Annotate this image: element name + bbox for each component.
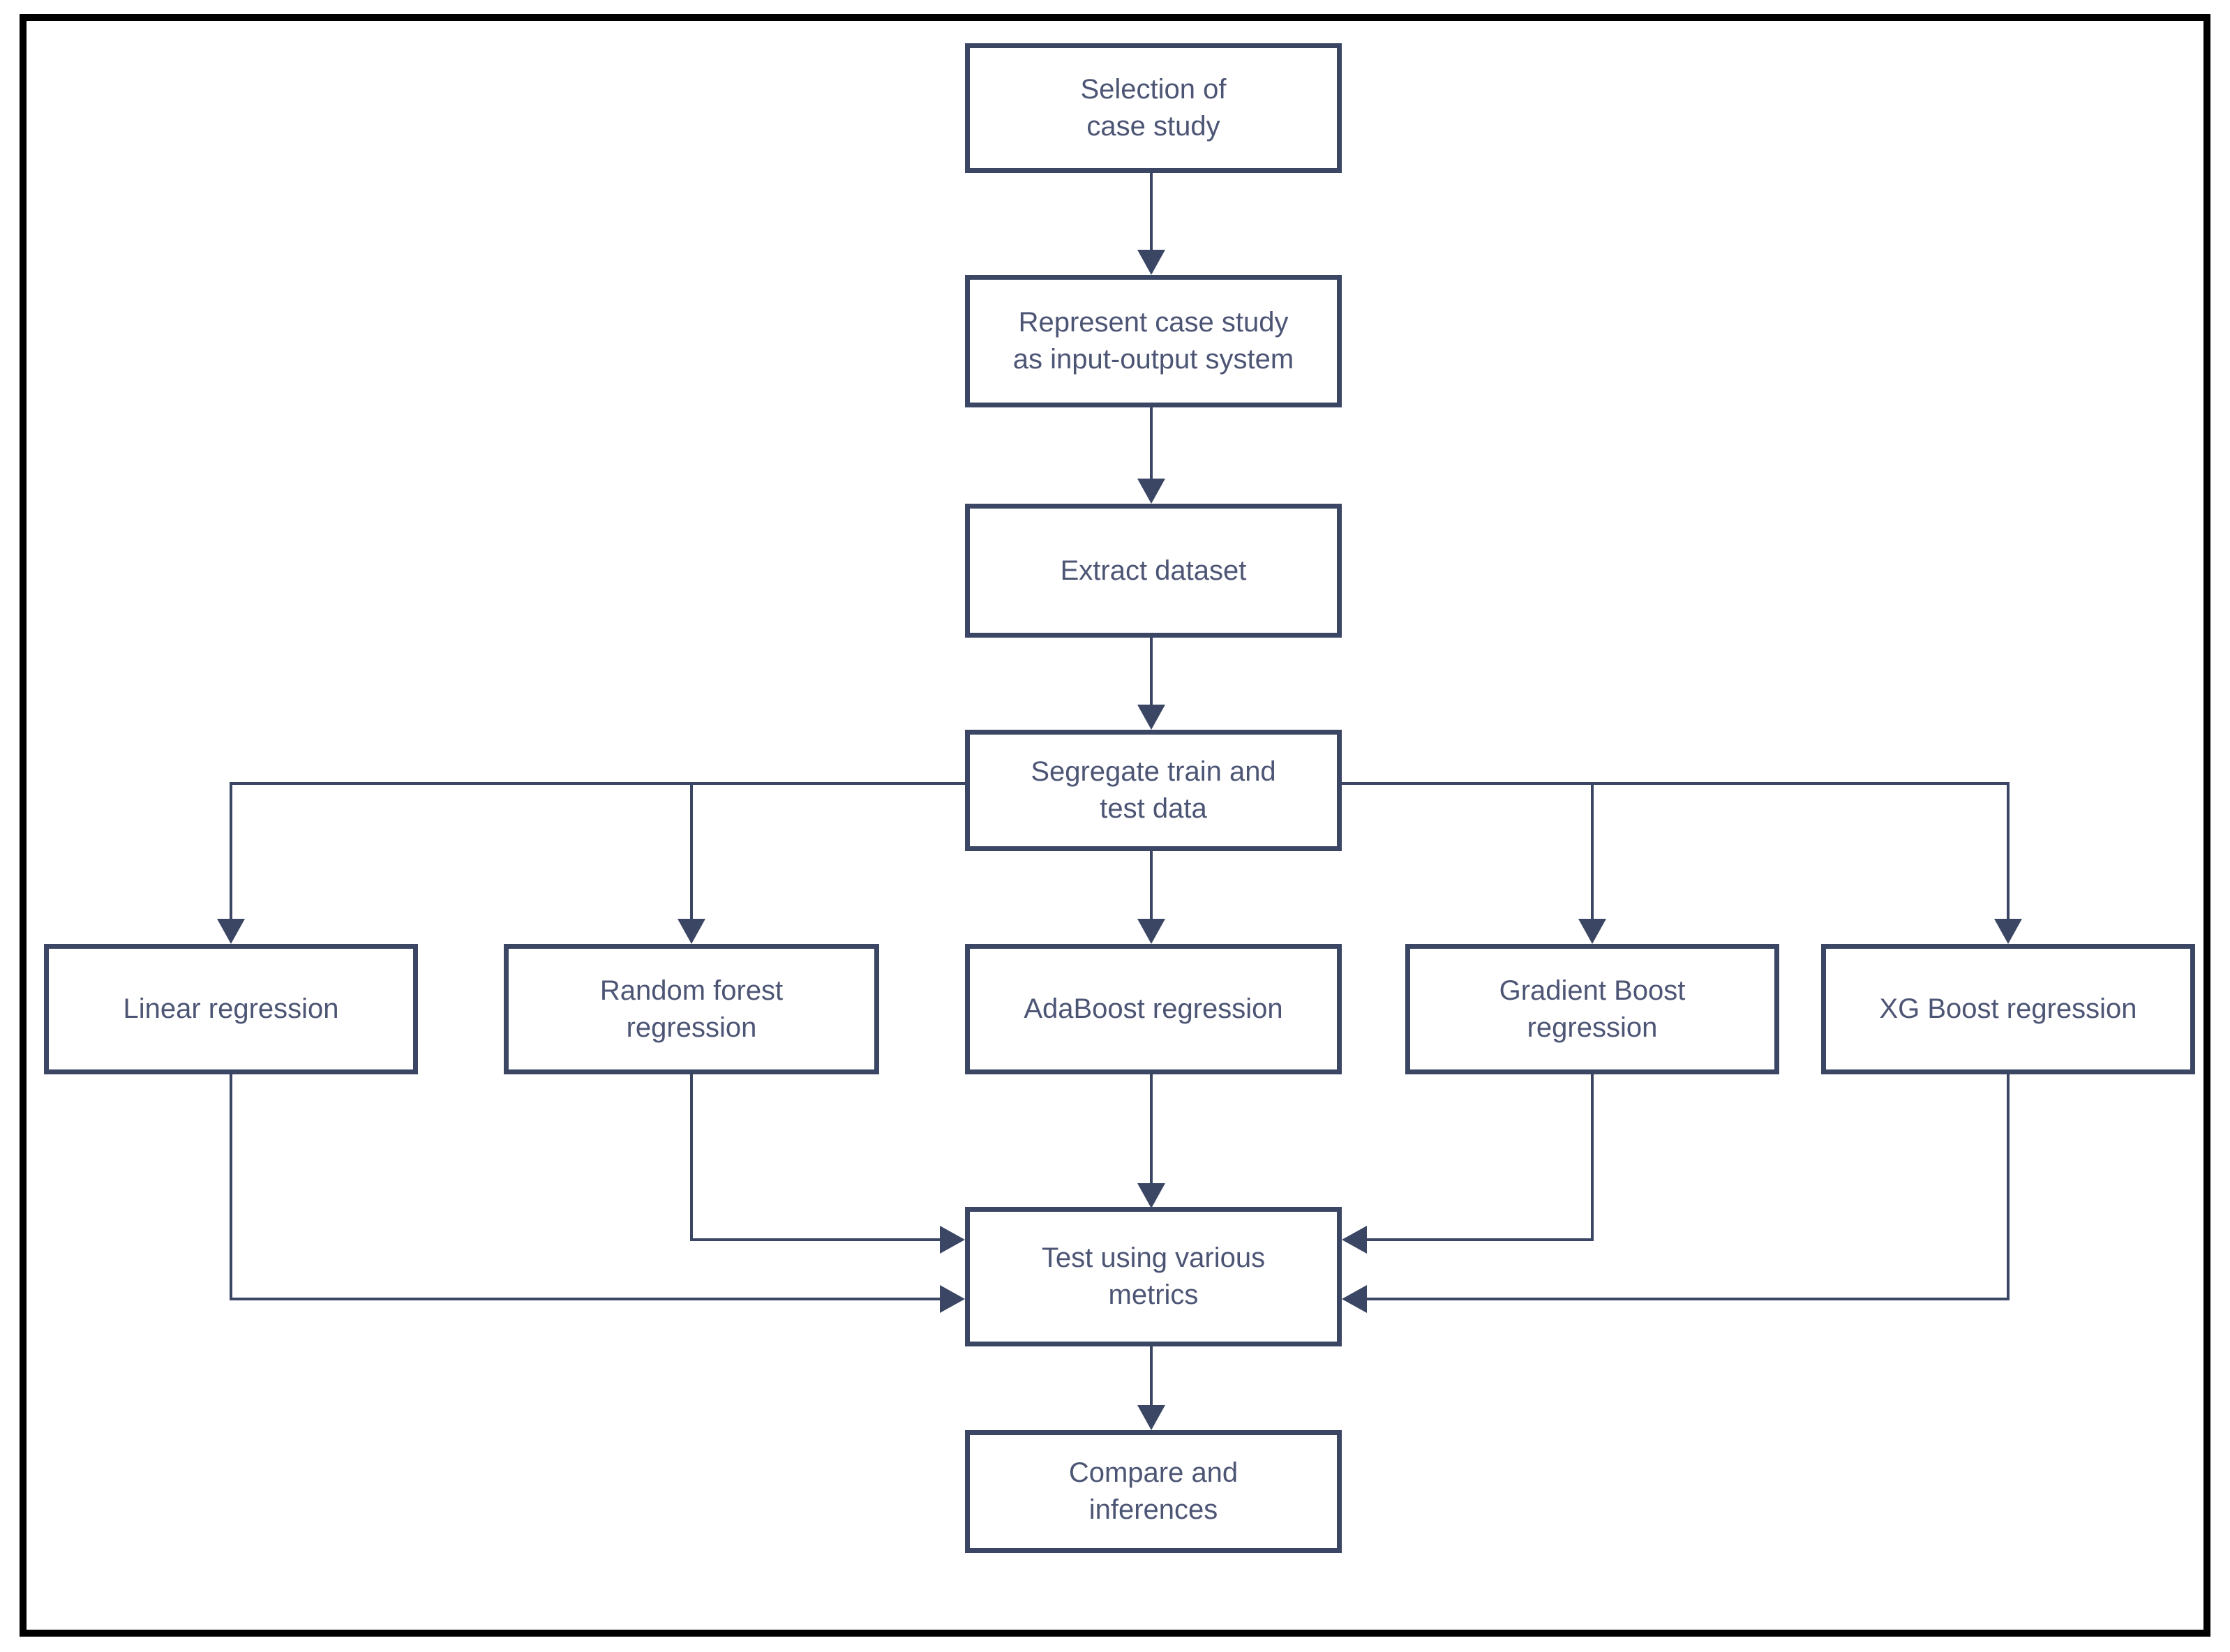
node-label-line: XG Boost regression xyxy=(1879,993,2137,1025)
arrowhead-down-icon xyxy=(1137,919,1165,944)
node-label-line: AdaBoost regression xyxy=(1024,993,1283,1025)
edge-test-compare-line xyxy=(1150,1346,1153,1405)
node-selection-of-case-study: Selection of case study xyxy=(965,43,1342,173)
node-label-line: Extract dataset xyxy=(1060,555,1247,586)
node-label-line: Compare and xyxy=(1068,1457,1239,1489)
arrowhead-left-icon xyxy=(1342,1226,1367,1254)
arrowhead-down-icon xyxy=(1137,479,1165,504)
edge-segregate-left-branch-line xyxy=(230,782,965,785)
node-label-line: Gradient Boost xyxy=(1499,975,1686,1006)
edge-segregate-random-forest-line xyxy=(690,782,693,919)
node-adaboost-regression: AdaBoost regression xyxy=(965,944,1342,1074)
arrowhead-down-icon xyxy=(1994,919,2022,944)
arrowhead-down-icon xyxy=(1137,705,1165,730)
edge-extract-segregate-line xyxy=(1150,638,1153,705)
edge-represent-extract-line xyxy=(1150,407,1153,479)
node-segregate-train-test: Segregate train and test data xyxy=(965,730,1342,851)
arrowhead-down-icon xyxy=(1137,1405,1165,1430)
node-label-line: regression xyxy=(626,1012,757,1043)
node-label-line: inferences xyxy=(1088,1494,1218,1525)
node-label-line: regression xyxy=(1527,1012,1658,1043)
edge-xg-boost-test-line xyxy=(2007,1074,2010,1300)
edge-random-forest-test-line xyxy=(690,1074,693,1241)
edge-segregate-gradient-boost-line xyxy=(1591,782,1594,919)
node-label-line: Random forest xyxy=(599,975,784,1006)
arrowhead-left-icon xyxy=(1342,1285,1367,1313)
edge-segregate-right-branch-line xyxy=(1342,782,2010,785)
edge-gradient-boost-test-line xyxy=(1591,1074,1594,1241)
node-label-line: Segregate train and xyxy=(1031,756,1276,788)
node-gradient-boost-regression: Gradient Boost regression xyxy=(1405,944,1779,1074)
edge-segregate-linear-line xyxy=(230,782,232,919)
node-represent-case-study: Represent case study as input-output sys… xyxy=(965,275,1342,407)
node-label-line: test data xyxy=(1100,793,1207,824)
node-compare-and-inferences: Compare and inferences xyxy=(965,1430,1342,1553)
node-label-line: metrics xyxy=(1108,1279,1199,1310)
edge-linear-test-line xyxy=(230,1074,232,1300)
arrowhead-down-icon xyxy=(1578,919,1606,944)
arrowhead-down-icon xyxy=(678,919,705,944)
edge-random-forest-test-line xyxy=(690,1238,940,1241)
node-random-forest-regression: Random forest regression xyxy=(504,944,879,1074)
node-label-line: Test using various xyxy=(1041,1242,1266,1274)
arrowhead-down-icon xyxy=(1137,250,1165,275)
arrowhead-right-icon xyxy=(940,1285,965,1313)
node-linear-regression: Linear regression xyxy=(44,944,418,1074)
node-xg-boost-regression: XG Boost regression xyxy=(1821,944,2195,1074)
edge-xg-boost-test-line xyxy=(1367,1298,2010,1300)
node-test-using-metrics: Test using various metrics xyxy=(965,1207,1342,1346)
edge-linear-test-line xyxy=(230,1298,940,1300)
node-label-line: Represent case study xyxy=(1018,307,1289,338)
arrowhead-down-icon xyxy=(1137,1183,1165,1208)
node-label-line: Selection of xyxy=(1080,74,1227,105)
node-label-line: case study xyxy=(1086,111,1220,142)
edge-segregate-adaboost-line xyxy=(1150,851,1153,919)
node-extract-dataset: Extract dataset xyxy=(965,504,1342,638)
outer-border xyxy=(20,14,2210,1637)
edge-selection-represent-line xyxy=(1150,173,1153,250)
node-label-line: as input-output system xyxy=(1012,344,1294,375)
edge-gradient-boost-test-line xyxy=(1367,1238,1594,1241)
edge-adaboost-test-line xyxy=(1150,1074,1153,1183)
arrowhead-down-icon xyxy=(217,919,245,944)
node-label-line: Linear regression xyxy=(123,993,339,1025)
edge-segregate-xg-boost-line xyxy=(2007,782,2010,919)
arrowhead-right-icon xyxy=(940,1226,965,1254)
